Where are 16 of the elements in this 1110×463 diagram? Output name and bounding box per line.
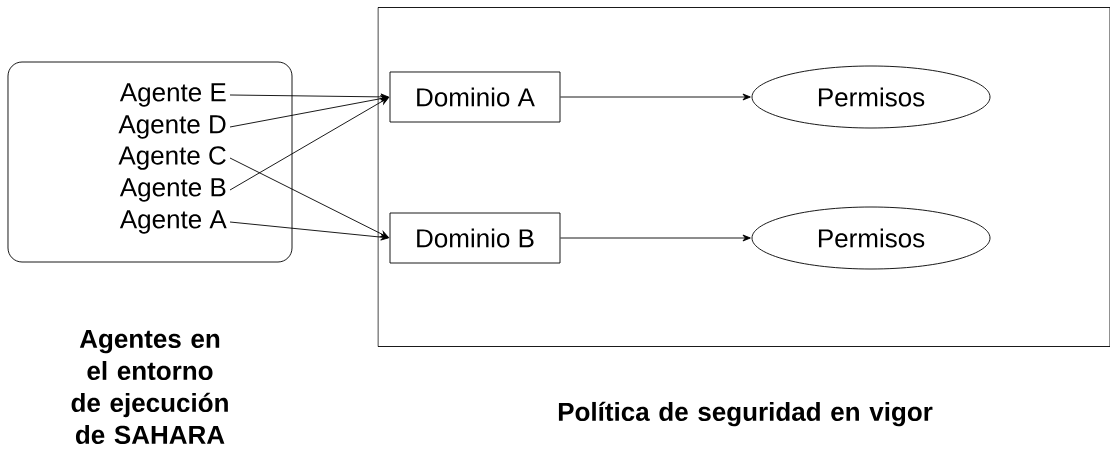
arrow xyxy=(229,97,389,191)
domain-box: Dominio B xyxy=(389,212,561,264)
arrow xyxy=(229,157,389,238)
agent-label: Agente C xyxy=(118,146,226,170)
arrow xyxy=(229,93,389,101)
arrow xyxy=(229,221,389,241)
agent-label: Agente B xyxy=(119,178,226,202)
heading: Política de seguridad en vigor xyxy=(558,401,933,427)
domain-box: Dominio A xyxy=(389,71,561,123)
agent-label: Agente A xyxy=(119,210,227,234)
agent-label: Agente E xyxy=(119,83,226,107)
agent-label: Agente D xyxy=(118,115,226,139)
arrow xyxy=(560,93,751,101)
arrow xyxy=(560,234,751,242)
arrow xyxy=(229,95,389,128)
heading: Agentes en el entorno de ejecución de SAHARA xyxy=(71,329,228,445)
